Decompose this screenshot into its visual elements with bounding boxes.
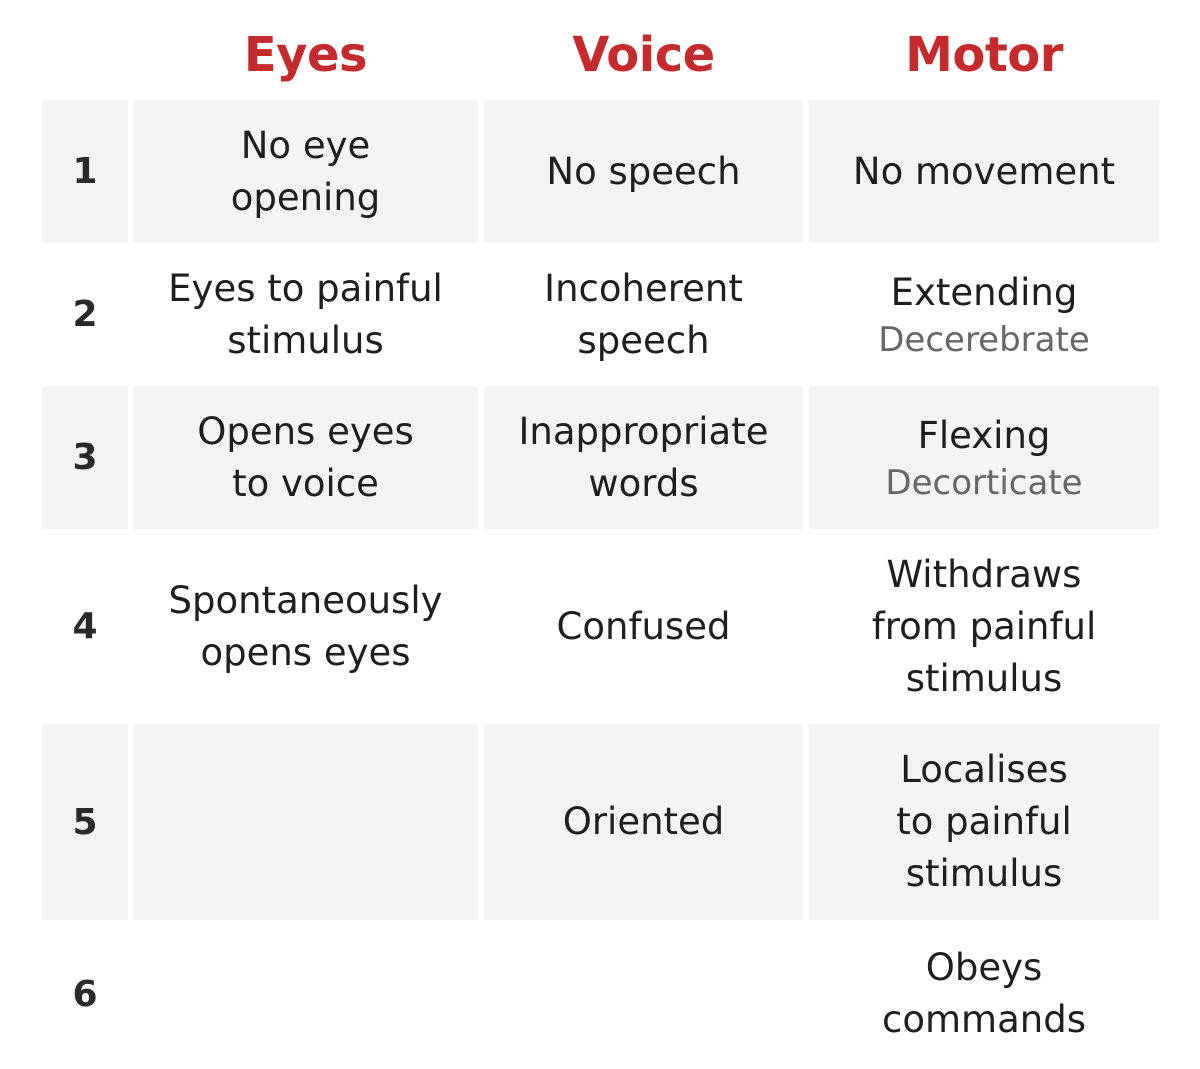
- motor-cell: Localises to painful stimulus: [809, 724, 1159, 920]
- motor-cell: Obeys commands: [809, 920, 1159, 1068]
- voice-response-text: Inappropriate words: [518, 409, 769, 505]
- eyes-response-text: Spontaneously opens eyes: [168, 578, 443, 674]
- eyes-cell: No eye opening: [133, 100, 478, 243]
- voice-cell: [484, 920, 803, 1068]
- table-row-score-1: 1 No eye opening No speech No movement: [0, 100, 1200, 243]
- table-row-score-5: 5 Oriented Localises to painful stimulus: [0, 724, 1200, 920]
- voice-response-text: Oriented: [562, 800, 725, 843]
- motor-cell: No movement: [809, 100, 1159, 243]
- table-row-score-3: 3 Opens eyes to voice Inappropriate word…: [0, 386, 1200, 529]
- eyes-cell: Spontaneously opens eyes: [133, 529, 478, 724]
- eyes-cell: Opens eyes to voice: [133, 386, 478, 529]
- score-cell: 5: [42, 724, 128, 920]
- table-row-score-2: 2 Eyes to painful stimulus Incoherent sp…: [0, 243, 1200, 386]
- voice-response-text: No speech: [546, 149, 741, 193]
- motor-response-text: Extending: [890, 270, 1078, 314]
- table-header: Eyes Voice Motor: [0, 22, 1200, 88]
- motor-response-stack: Extending Decerebrate: [877, 268, 1092, 362]
- motor-response-text: Withdraws from painful stimulus: [871, 552, 1097, 700]
- motor-response-text: Localises to painful stimulus: [896, 748, 1072, 895]
- motor-cell: Extending Decerebrate: [809, 243, 1159, 386]
- eyes-response-text: Opens eyes to voice: [197, 409, 414, 505]
- eyes-cell: [133, 920, 478, 1068]
- motor-cell: Withdraws from painful stimulus: [809, 529, 1159, 724]
- score-cell: 6: [72, 973, 98, 1015]
- motor-response-text: Obeys commands: [882, 946, 1086, 1041]
- score-cell: 4: [72, 606, 98, 647]
- voice-cell: No speech: [484, 100, 803, 243]
- voice-cell: Incoherent speech: [484, 243, 803, 386]
- voice-response-text: Incoherent speech: [544, 266, 743, 362]
- motor-response-subtitle: Decorticate: [885, 462, 1083, 503]
- voice-cell: Inappropriate words: [484, 386, 803, 529]
- table-row-score-6: 6 Obeys commands: [0, 920, 1200, 1068]
- column-header-eyes: Eyes: [243, 27, 368, 83]
- motor-response-text: No movement: [852, 149, 1116, 193]
- voice-cell: Oriented: [484, 724, 803, 920]
- eyes-cell: Eyes to painful stimulus: [133, 243, 478, 386]
- eyes-cell: [133, 724, 478, 920]
- score-cell: 1: [42, 100, 128, 243]
- column-header-voice: Voice: [572, 27, 715, 83]
- voice-response-text: Confused: [556, 604, 731, 648]
- motor-response-subtitle: Decerebrate: [878, 319, 1090, 360]
- motor-response-stack: Flexing Decorticate: [885, 411, 1082, 505]
- eyes-response-text: No eye opening: [230, 123, 381, 219]
- column-header-motor: Motor: [905, 27, 1063, 83]
- voice-cell: Confused: [484, 529, 803, 724]
- score-cell: 3: [42, 386, 128, 529]
- score-cell: 2: [72, 294, 98, 335]
- motor-cell: Flexing Decorticate: [809, 386, 1159, 529]
- table-row-score-4: 4 Spontaneously opens eyes Confused With…: [0, 529, 1200, 724]
- motor-response-text: Flexing: [917, 413, 1051, 457]
- eyes-response-text: Eyes to painful stimulus: [168, 266, 443, 362]
